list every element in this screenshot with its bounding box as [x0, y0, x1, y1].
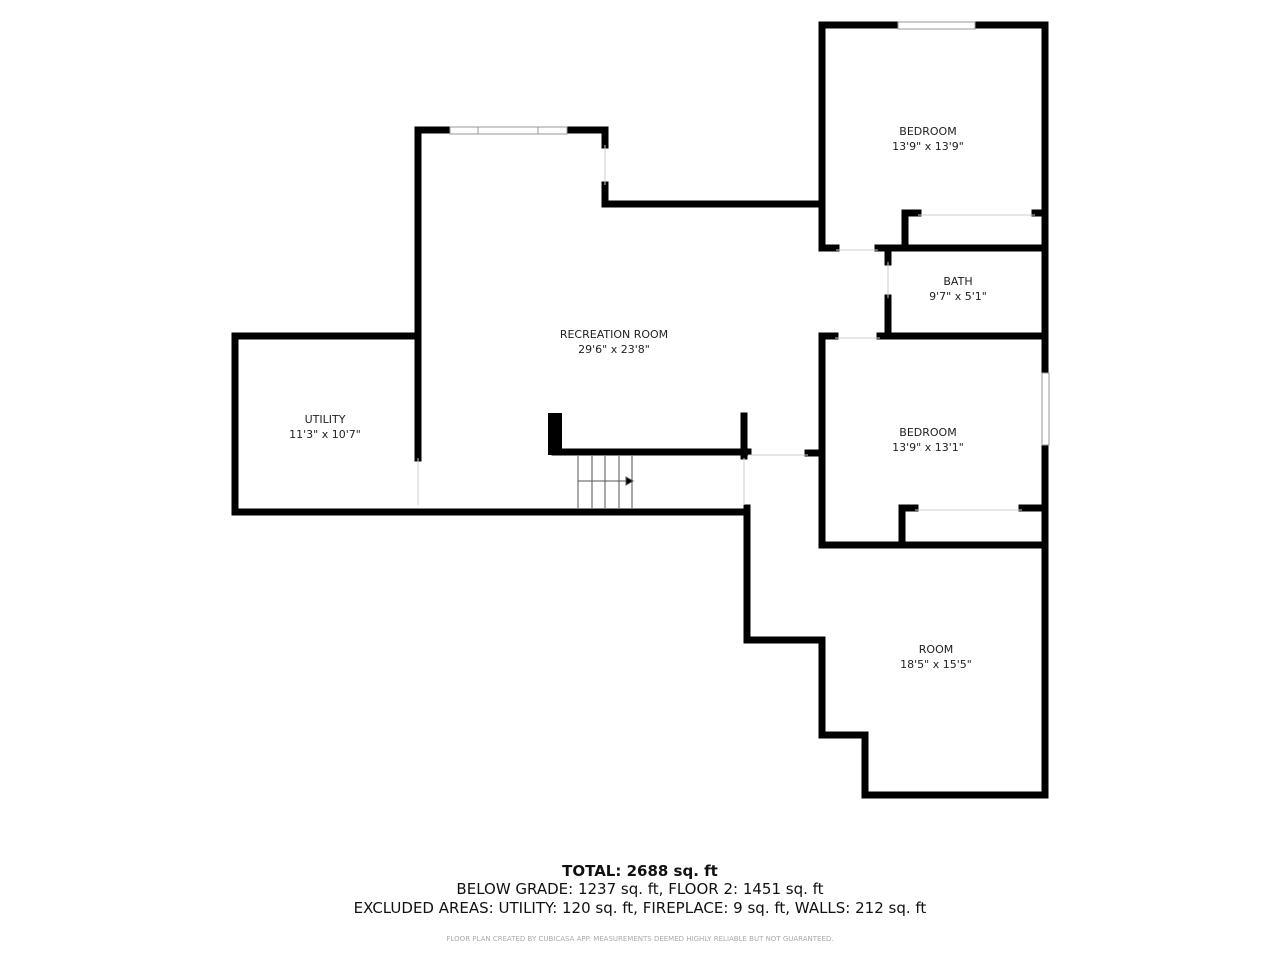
windows [449, 21, 1050, 446]
room-label-bedroom-1: BEDROOM 13'9" x 13'9" [892, 124, 964, 154]
room-size: 9'7" x 5'1" [929, 290, 987, 303]
window [449, 126, 568, 135]
area-breakdown: BELOW GRADE: 1237 sq. ft, FLOOR 2: 1451 … [456, 880, 824, 898]
room-name: BATH [943, 275, 973, 288]
room-size: 11'3" x 10'7" [289, 428, 361, 441]
room-label-recreation-room: RECREATION ROOM 29'6" x 23'8" [560, 327, 668, 357]
walls [231, 21, 1049, 799]
room-name: UTILITY [304, 413, 346, 426]
room-size: 18'5" x 15'5" [900, 658, 972, 671]
room-size: 13'9" x 13'1" [892, 441, 964, 454]
doorways [417, 145, 1035, 511]
room-name: ROOM [918, 643, 954, 656]
stairs [577, 456, 635, 508]
stair-arrow-icon [625, 476, 635, 486]
room-size: 29'6" x 23'8" [578, 343, 650, 356]
room-name: BEDROOM [899, 426, 957, 439]
room-name: RECREATION ROOM [559, 328, 669, 341]
room-label-utility: UTILITY 11'3" x 10'7" [289, 412, 361, 442]
room-size: 13'9" x 13'9" [892, 140, 964, 153]
excluded-areas: EXCLUDED AREAS: UTILITY: 120 sq. ft, FIR… [353, 899, 927, 917]
room-name: BEDROOM [899, 125, 957, 138]
window [1041, 372, 1050, 446]
window [897, 21, 976, 30]
room-label-bath: BATH 9'7" x 5'1" [929, 274, 987, 304]
room-label-bedroom-2: BEDROOM 13'9" x 13'1" [892, 425, 964, 455]
credit-note: FLOOR PLAN CREATED BY CUBICASA APP. MEAS… [446, 935, 834, 943]
room-label-room: ROOM 18'5" x 15'5" [900, 642, 972, 672]
total-area: TOTAL: 2688 sq. ft [562, 862, 718, 880]
